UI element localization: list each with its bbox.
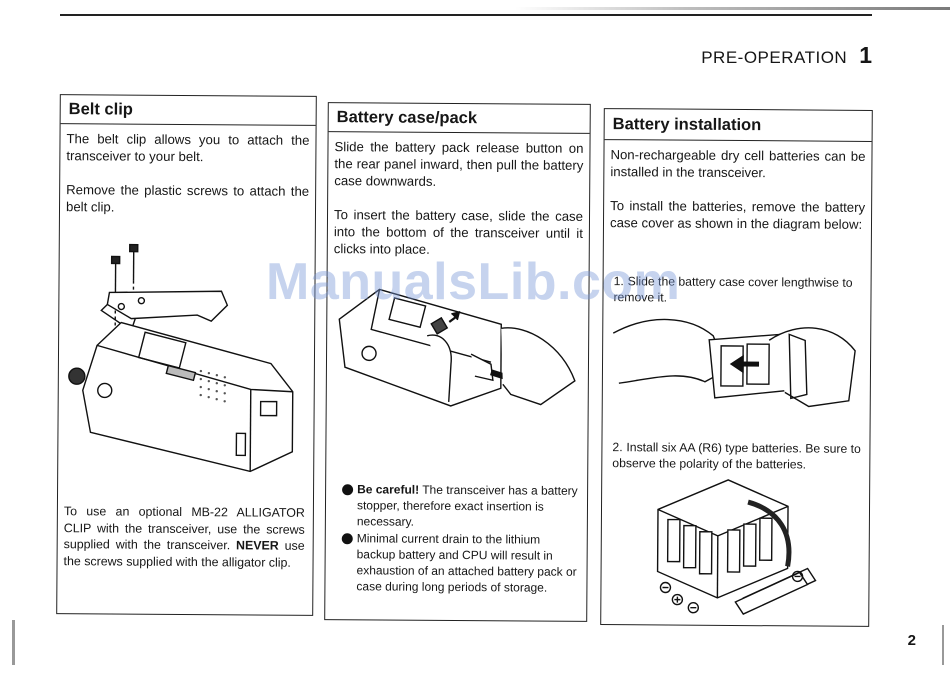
- battery-case-title: Battery case/pack: [328, 103, 590, 134]
- battery-installation-panel: Battery installation Non-rechargeable dr…: [600, 108, 873, 627]
- install-batteries-illustration: [656, 479, 817, 615]
- battery-case-panel: Battery case/pack Slide the battery pack…: [324, 102, 591, 622]
- scan-edge-mark: [12, 620, 15, 665]
- header-rule: [60, 14, 872, 16]
- remove-cover-illustration: [612, 318, 856, 408]
- scan-edge-shading: [515, 7, 950, 10]
- belt-clip-illustration: [68, 243, 294, 473]
- chapter-number: 1: [859, 42, 872, 68]
- battery-installation-para-2: To install the batteries, remove the bat…: [609, 198, 866, 232]
- belt-clip-panel: Belt clip The belt clip allows you to at…: [56, 94, 317, 616]
- bullet-icon: [342, 484, 354, 496]
- bullet-icon: [341, 532, 353, 544]
- battery-case-cautions: Be careful! The transceiver has a batter…: [341, 481, 579, 596]
- watermark: ManualsLib.com: [266, 253, 681, 311]
- belt-clip-para-2: Remove the plastic screws to attach the …: [65, 182, 310, 215]
- never-emphasis: NEVER: [236, 538, 279, 553]
- battery-installation-body: Non-rechargeable dry cell batteries can …: [604, 140, 872, 233]
- battery-case-illustration: [338, 288, 576, 407]
- be-careful-label: Be careful!: [357, 482, 420, 497]
- step-2: 2.Install six AA (R6) type batteries. Be…: [612, 439, 861, 473]
- belt-clip-note: To use an optional MB-22 ALLIGATOR CLIP …: [64, 503, 305, 571]
- belt-clip-body: The belt clip allows you to attach the t…: [60, 124, 316, 217]
- battery-case-para-1: Slide the battery pack release button on…: [334, 139, 584, 189]
- section-title: PRE-OPERATION: [701, 48, 848, 67]
- step-2-number: 2.: [612, 440, 623, 455]
- battery-case-para-2: To insert the battery case, slide the ca…: [333, 207, 584, 257]
- page-number: 2: [907, 632, 916, 649]
- caution-item: Minimal current drain to the lithium bac…: [341, 530, 578, 596]
- battery-installation-title: Battery installation: [604, 109, 872, 142]
- belt-clip-para-1: The belt clip allows you to attach the t…: [66, 131, 310, 165]
- page-header: PRE-OPERATION 1: [701, 42, 872, 69]
- scan-edge-mark: [942, 625, 944, 665]
- caution-item: Be careful! The transceiver has a batter…: [342, 481, 579, 531]
- caution-2-text: Minimal current drain to the lithium bac…: [356, 530, 577, 595]
- step-2-text: Install six AA (R6) type batteries. Be s…: [612, 440, 861, 472]
- battery-installation-para-1: Non-rechargeable dry cell batteries can …: [610, 147, 866, 181]
- battery-case-body: Slide the battery pack release button on…: [328, 132, 590, 259]
- belt-clip-title: Belt clip: [60, 95, 316, 126]
